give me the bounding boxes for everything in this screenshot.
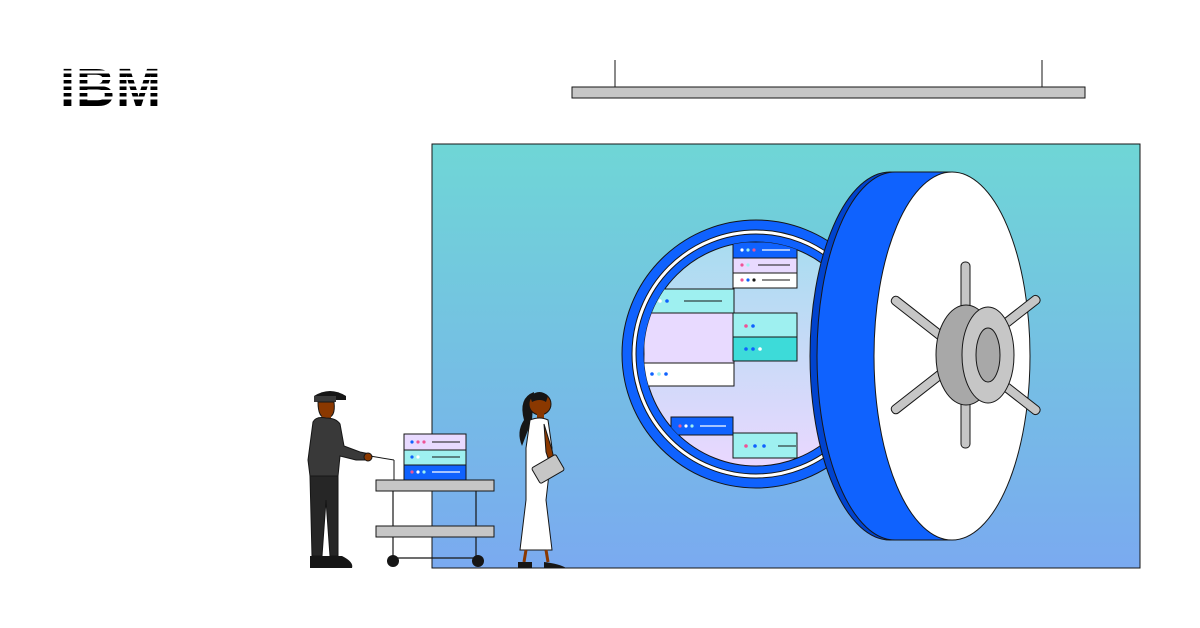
server-cart-icon — [369, 433, 495, 567]
rack-unit — [732, 312, 798, 338]
rack-unit — [732, 257, 798, 274]
rack-unit — [644, 362, 735, 387]
vault-door-icon — [809, 171, 1041, 541]
rack-unit — [732, 272, 798, 289]
cart-rack — [403, 433, 467, 481]
technician-figure — [307, 391, 373, 568]
rack-unit — [732, 242, 798, 259]
woman-with-tablet-figure — [518, 392, 566, 568]
rack-unit — [670, 416, 734, 436]
server-racks — [644, 242, 798, 459]
ibm-logo: IBM — [56, 58, 184, 118]
vault-wheel-icon — [890, 261, 1041, 449]
ceiling-light — [571, 60, 1086, 99]
rack-unit — [732, 336, 798, 362]
rack-unit — [732, 432, 798, 459]
ibm-logo-text: IBM — [60, 58, 162, 118]
